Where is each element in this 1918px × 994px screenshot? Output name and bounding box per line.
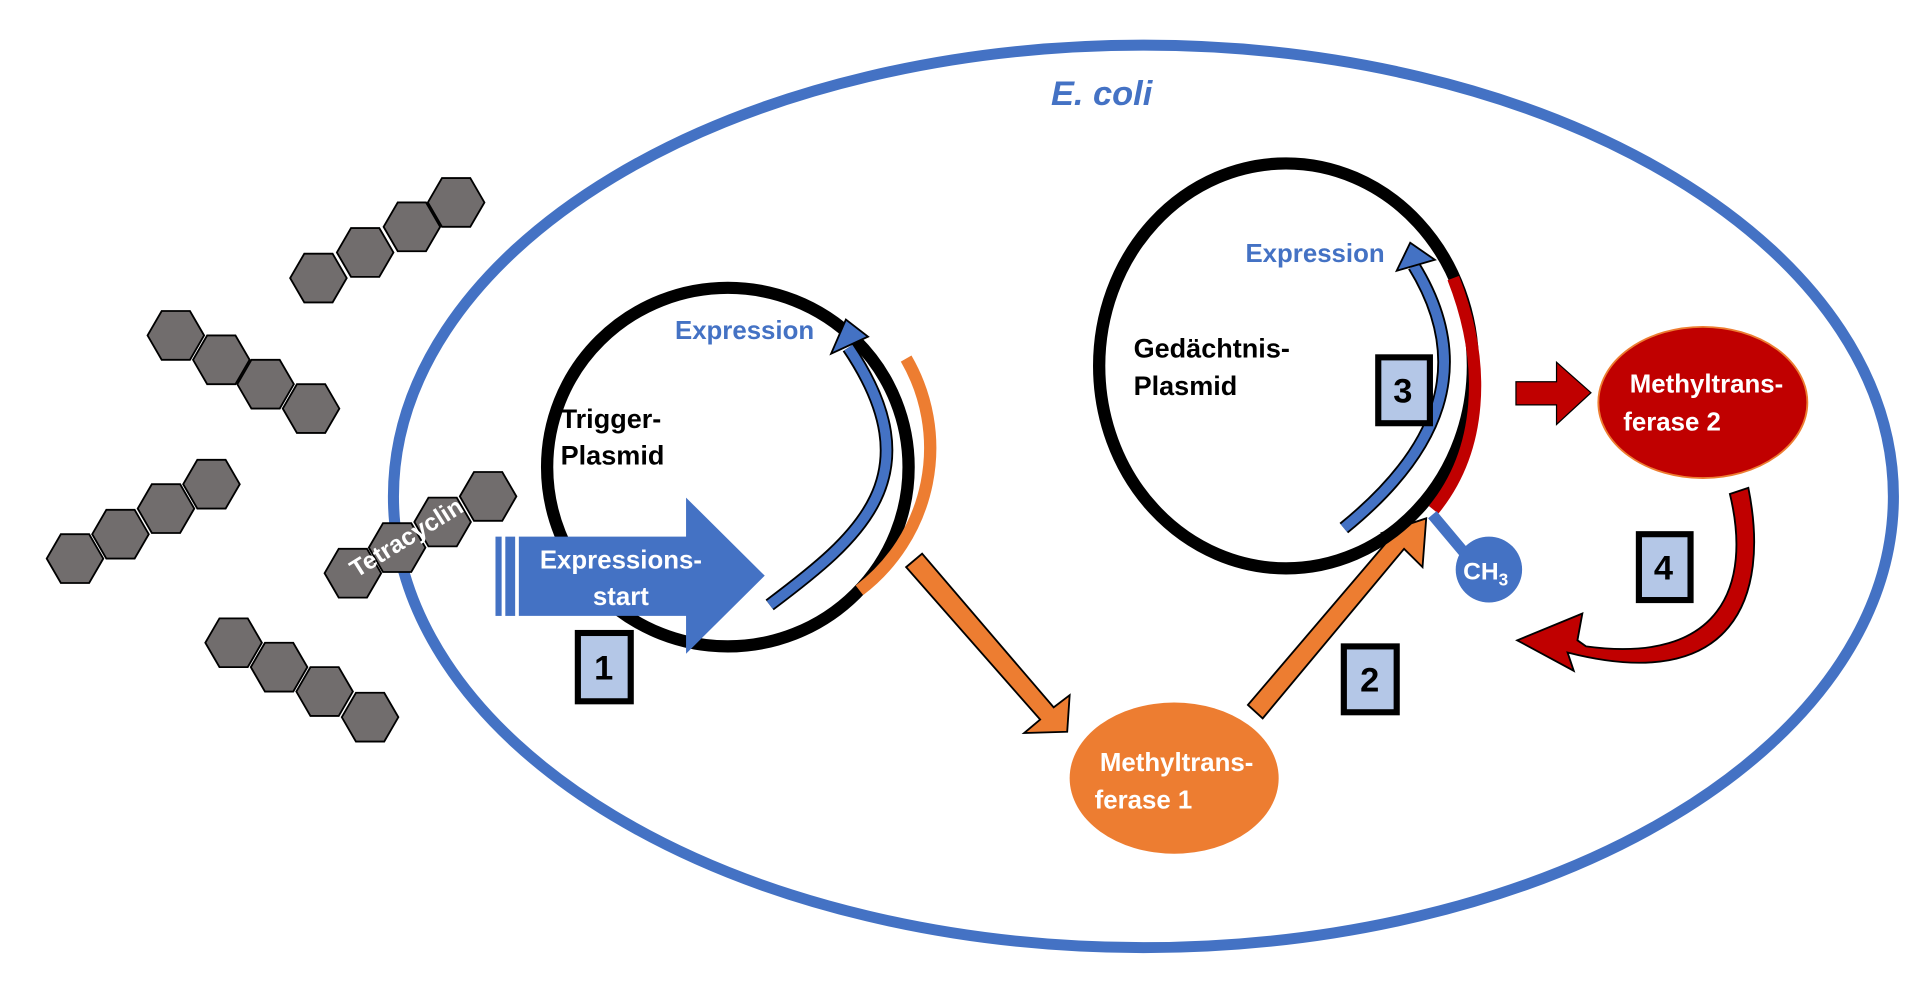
methyltransferase-1 bbox=[1069, 702, 1279, 854]
tetracycline-molecule bbox=[45, 458, 241, 584]
methyltransferase-2 bbox=[1597, 325, 1809, 480]
trigger-plasmid-label: Plasmid bbox=[561, 441, 665, 471]
svg-text:CH3: CH3 bbox=[1463, 558, 1508, 589]
trigger-plasmid-ring bbox=[540, 281, 915, 653]
methyl-group: CH3 bbox=[1428, 511, 1523, 603]
memory-plasmid-label: Gedächtnis- bbox=[1134, 333, 1290, 363]
step-3-badge: 3 bbox=[1375, 354, 1433, 427]
memory-plasmid-red-segment bbox=[1428, 275, 1482, 514]
expression-start-label: Expressions- bbox=[540, 546, 702, 574]
trigger-plasmid-orange-segment bbox=[855, 355, 937, 596]
tetracycline-molecule bbox=[289, 177, 486, 304]
svg-text:3: 3 bbox=[1393, 373, 1412, 411]
arrow-to-methyltransferase-1 bbox=[904, 552, 1071, 734]
step-1-badge: 1 bbox=[574, 629, 634, 705]
methyltransferase-1-label: ferase 1 bbox=[1095, 787, 1193, 815]
memory-expression-label: Expression bbox=[1245, 240, 1384, 268]
methyltransferase-1-label: Methyltrans- bbox=[1100, 749, 1253, 777]
cell-label: E. coli bbox=[1051, 75, 1154, 113]
expression-start-arrow: Expressions- start bbox=[495, 497, 765, 654]
step-2-badge: 2 bbox=[1340, 643, 1400, 716]
step-4-badge: 4 bbox=[1635, 531, 1694, 604]
svg-text:1: 1 bbox=[594, 649, 613, 687]
trigger-plasmid-label: Trigger- bbox=[561, 404, 662, 434]
methyltransferase-2-label: ferase 2 bbox=[1623, 409, 1721, 437]
svg-text:2: 2 bbox=[1360, 662, 1379, 700]
methyltransferase-2-label: Methyltrans- bbox=[1630, 371, 1783, 399]
methyl-subscript: 3 bbox=[1499, 569, 1509, 589]
expression-start-label: start bbox=[593, 583, 649, 611]
tetracycline-molecule bbox=[204, 617, 400, 743]
trigger-expression-label: Expression bbox=[675, 317, 814, 345]
methylation-arrow bbox=[1515, 486, 1755, 673]
svg-text:4: 4 bbox=[1654, 549, 1673, 587]
memory-expression-arrow bbox=[1340, 263, 1449, 532]
methyl-label: CH bbox=[1463, 558, 1499, 585]
memory-plasmid-label: Plasmid bbox=[1134, 371, 1238, 401]
tetracycline-molecule bbox=[146, 310, 341, 434]
arrow-to-methyltransferase-2 bbox=[1515, 360, 1592, 426]
